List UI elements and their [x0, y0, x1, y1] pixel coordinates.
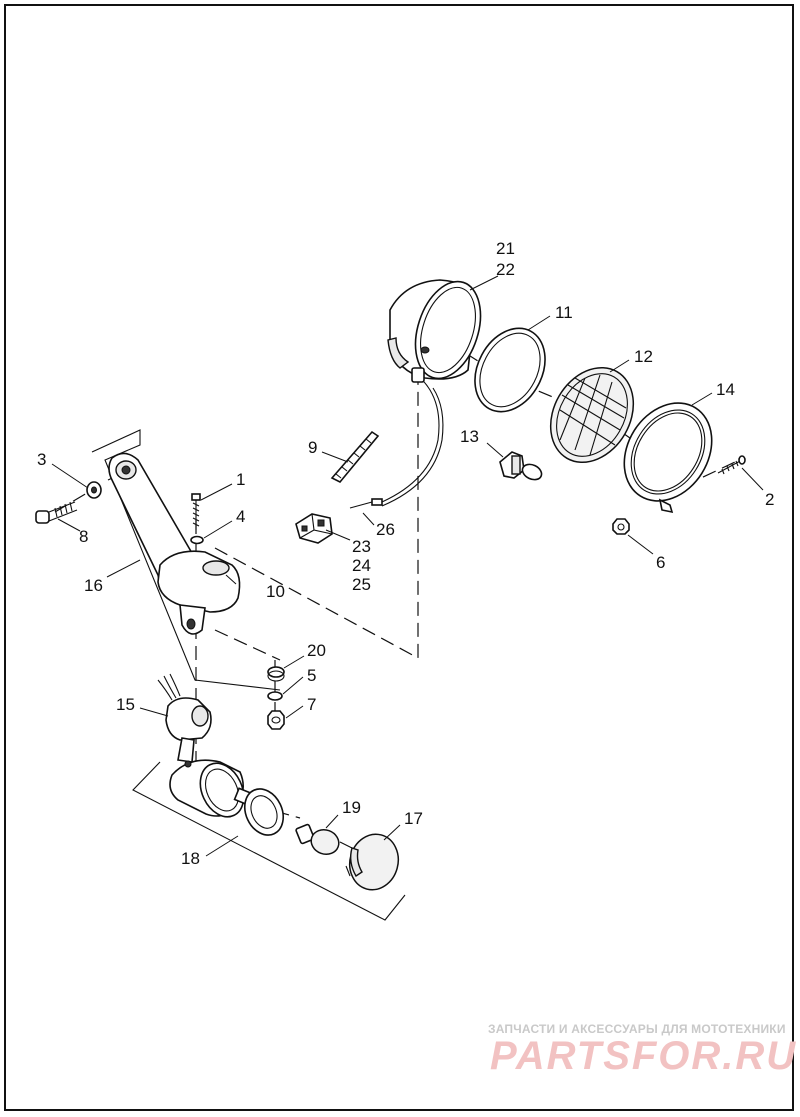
callout-5: 5	[307, 666, 316, 685]
callout-2: 2	[765, 490, 774, 509]
trim-ring-part-14	[623, 402, 713, 514]
turn-signal-bulb-part-19	[295, 823, 340, 856]
washer-part-3	[86, 481, 102, 499]
callout-25: 25	[352, 575, 371, 594]
group-bracket-18	[132, 761, 406, 921]
bolt-part-8	[35, 501, 78, 524]
turn-signal-lens-part-17	[345, 833, 400, 891]
screw-part-1	[191, 493, 201, 530]
callout-7: 7	[307, 695, 316, 714]
sealed-beam-lamp-part-12	[549, 366, 635, 464]
callout-21: 21	[496, 239, 515, 258]
bulb-part-13	[499, 451, 543, 481]
diagram-frame	[4, 4, 794, 1111]
callout-18: 18	[181, 849, 200, 868]
callout-20: 20	[307, 641, 326, 660]
spacer-part-20	[267, 666, 285, 682]
retaining-ring-part-11	[474, 327, 546, 413]
callout-12: 12	[634, 347, 653, 366]
turn-signal-housing-part-18	[169, 759, 285, 836]
nut-part-6	[612, 518, 630, 535]
screw-part-2	[717, 455, 746, 475]
callout-22: 22	[496, 260, 515, 279]
callout-17: 17	[404, 809, 423, 828]
callout-3: 3	[37, 450, 46, 469]
wire-harness-part-26	[349, 377, 444, 509]
callout-11: 11	[555, 303, 573, 322]
callout-24: 24	[352, 556, 371, 575]
assembly-lines	[54, 341, 736, 853]
callout-14: 14	[716, 380, 735, 399]
leader-lines	[51, 275, 764, 857]
callout-9: 9	[308, 438, 317, 457]
washer-part-5	[267, 691, 283, 701]
cable-strap-part-9	[330, 430, 380, 484]
watermark-logo: PARTSFOR.RU	[490, 1034, 798, 1078]
callout-23: 23	[352, 537, 371, 556]
group-bracket-16	[91, 429, 281, 691]
mounting-arm-part-16	[108, 452, 241, 635]
callout-13: 13	[460, 427, 479, 446]
callout-15: 15	[116, 695, 135, 714]
callout-1: 1	[236, 470, 245, 489]
callout-8: 8	[79, 527, 88, 546]
callout-19: 19	[342, 798, 361, 817]
callout-10: 10	[266, 582, 285, 601]
callout-6: 6	[656, 553, 665, 572]
turn-signal-mount-part-15	[157, 673, 212, 763]
callout-4: 4	[236, 507, 245, 526]
watermark-tagline: ЗАПЧАСТИ И АКСЕССУАРЫ ДЛЯ МОТОТЕХНИКИ	[488, 1022, 786, 1036]
callout-16: 16	[84, 576, 103, 595]
nut-part-7	[267, 710, 285, 730]
washer-part-4	[190, 535, 204, 545]
callout-labels: 1 2 3 4 5 6 7 8 9 10 11 12 13 14 15 16 1…	[37, 239, 774, 868]
connector-part-23	[295, 513, 333, 544]
headlamp-housing-part-21	[387, 279, 482, 383]
callout-26: 26	[376, 520, 395, 539]
